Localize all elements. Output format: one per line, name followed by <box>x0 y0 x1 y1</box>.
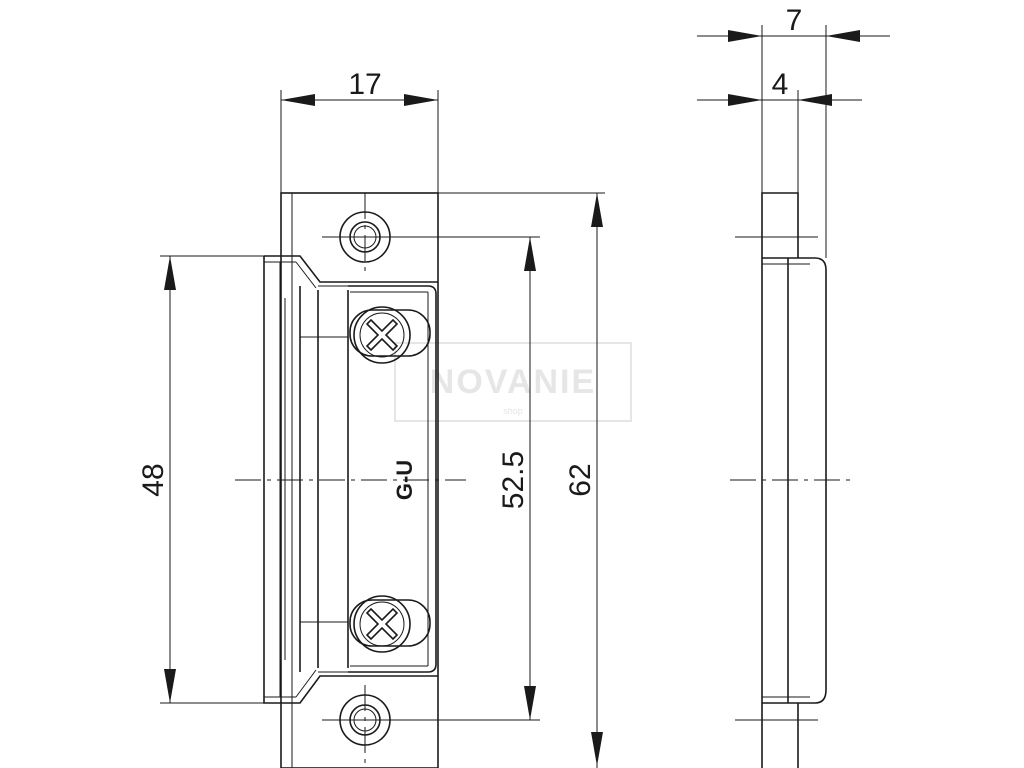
screw-top <box>349 306 431 364</box>
dimension-height-total: 62 <box>438 192 605 768</box>
striker-wedge <box>263 255 438 704</box>
side-view <box>730 25 855 768</box>
dimension-label-62: 62 <box>564 463 597 496</box>
dimension-height-inner: 48 <box>137 255 264 704</box>
dimension-side-total: 7 <box>697 4 890 42</box>
dimension-label-7: 7 <box>786 4 803 37</box>
dimension-label-4: 4 <box>772 68 789 101</box>
screw-bottom <box>349 595 431 653</box>
dimension-label-48: 48 <box>137 463 170 496</box>
front-view: G-U <box>235 192 540 768</box>
watermark: NOVANIE shop <box>394 342 632 422</box>
watermark-text: NOVANIE <box>430 363 596 401</box>
dimension-label-52-5: 52.5 <box>497 451 530 509</box>
dimension-side-plate: 4 <box>697 68 862 106</box>
watermark-subtext: shop <box>503 406 523 416</box>
dimension-width-top: 17 <box>280 68 439 193</box>
dimension-label-17: 17 <box>348 68 381 101</box>
dimension-hole-spacing: 52.5 <box>497 237 536 720</box>
striker-channel <box>348 285 437 673</box>
